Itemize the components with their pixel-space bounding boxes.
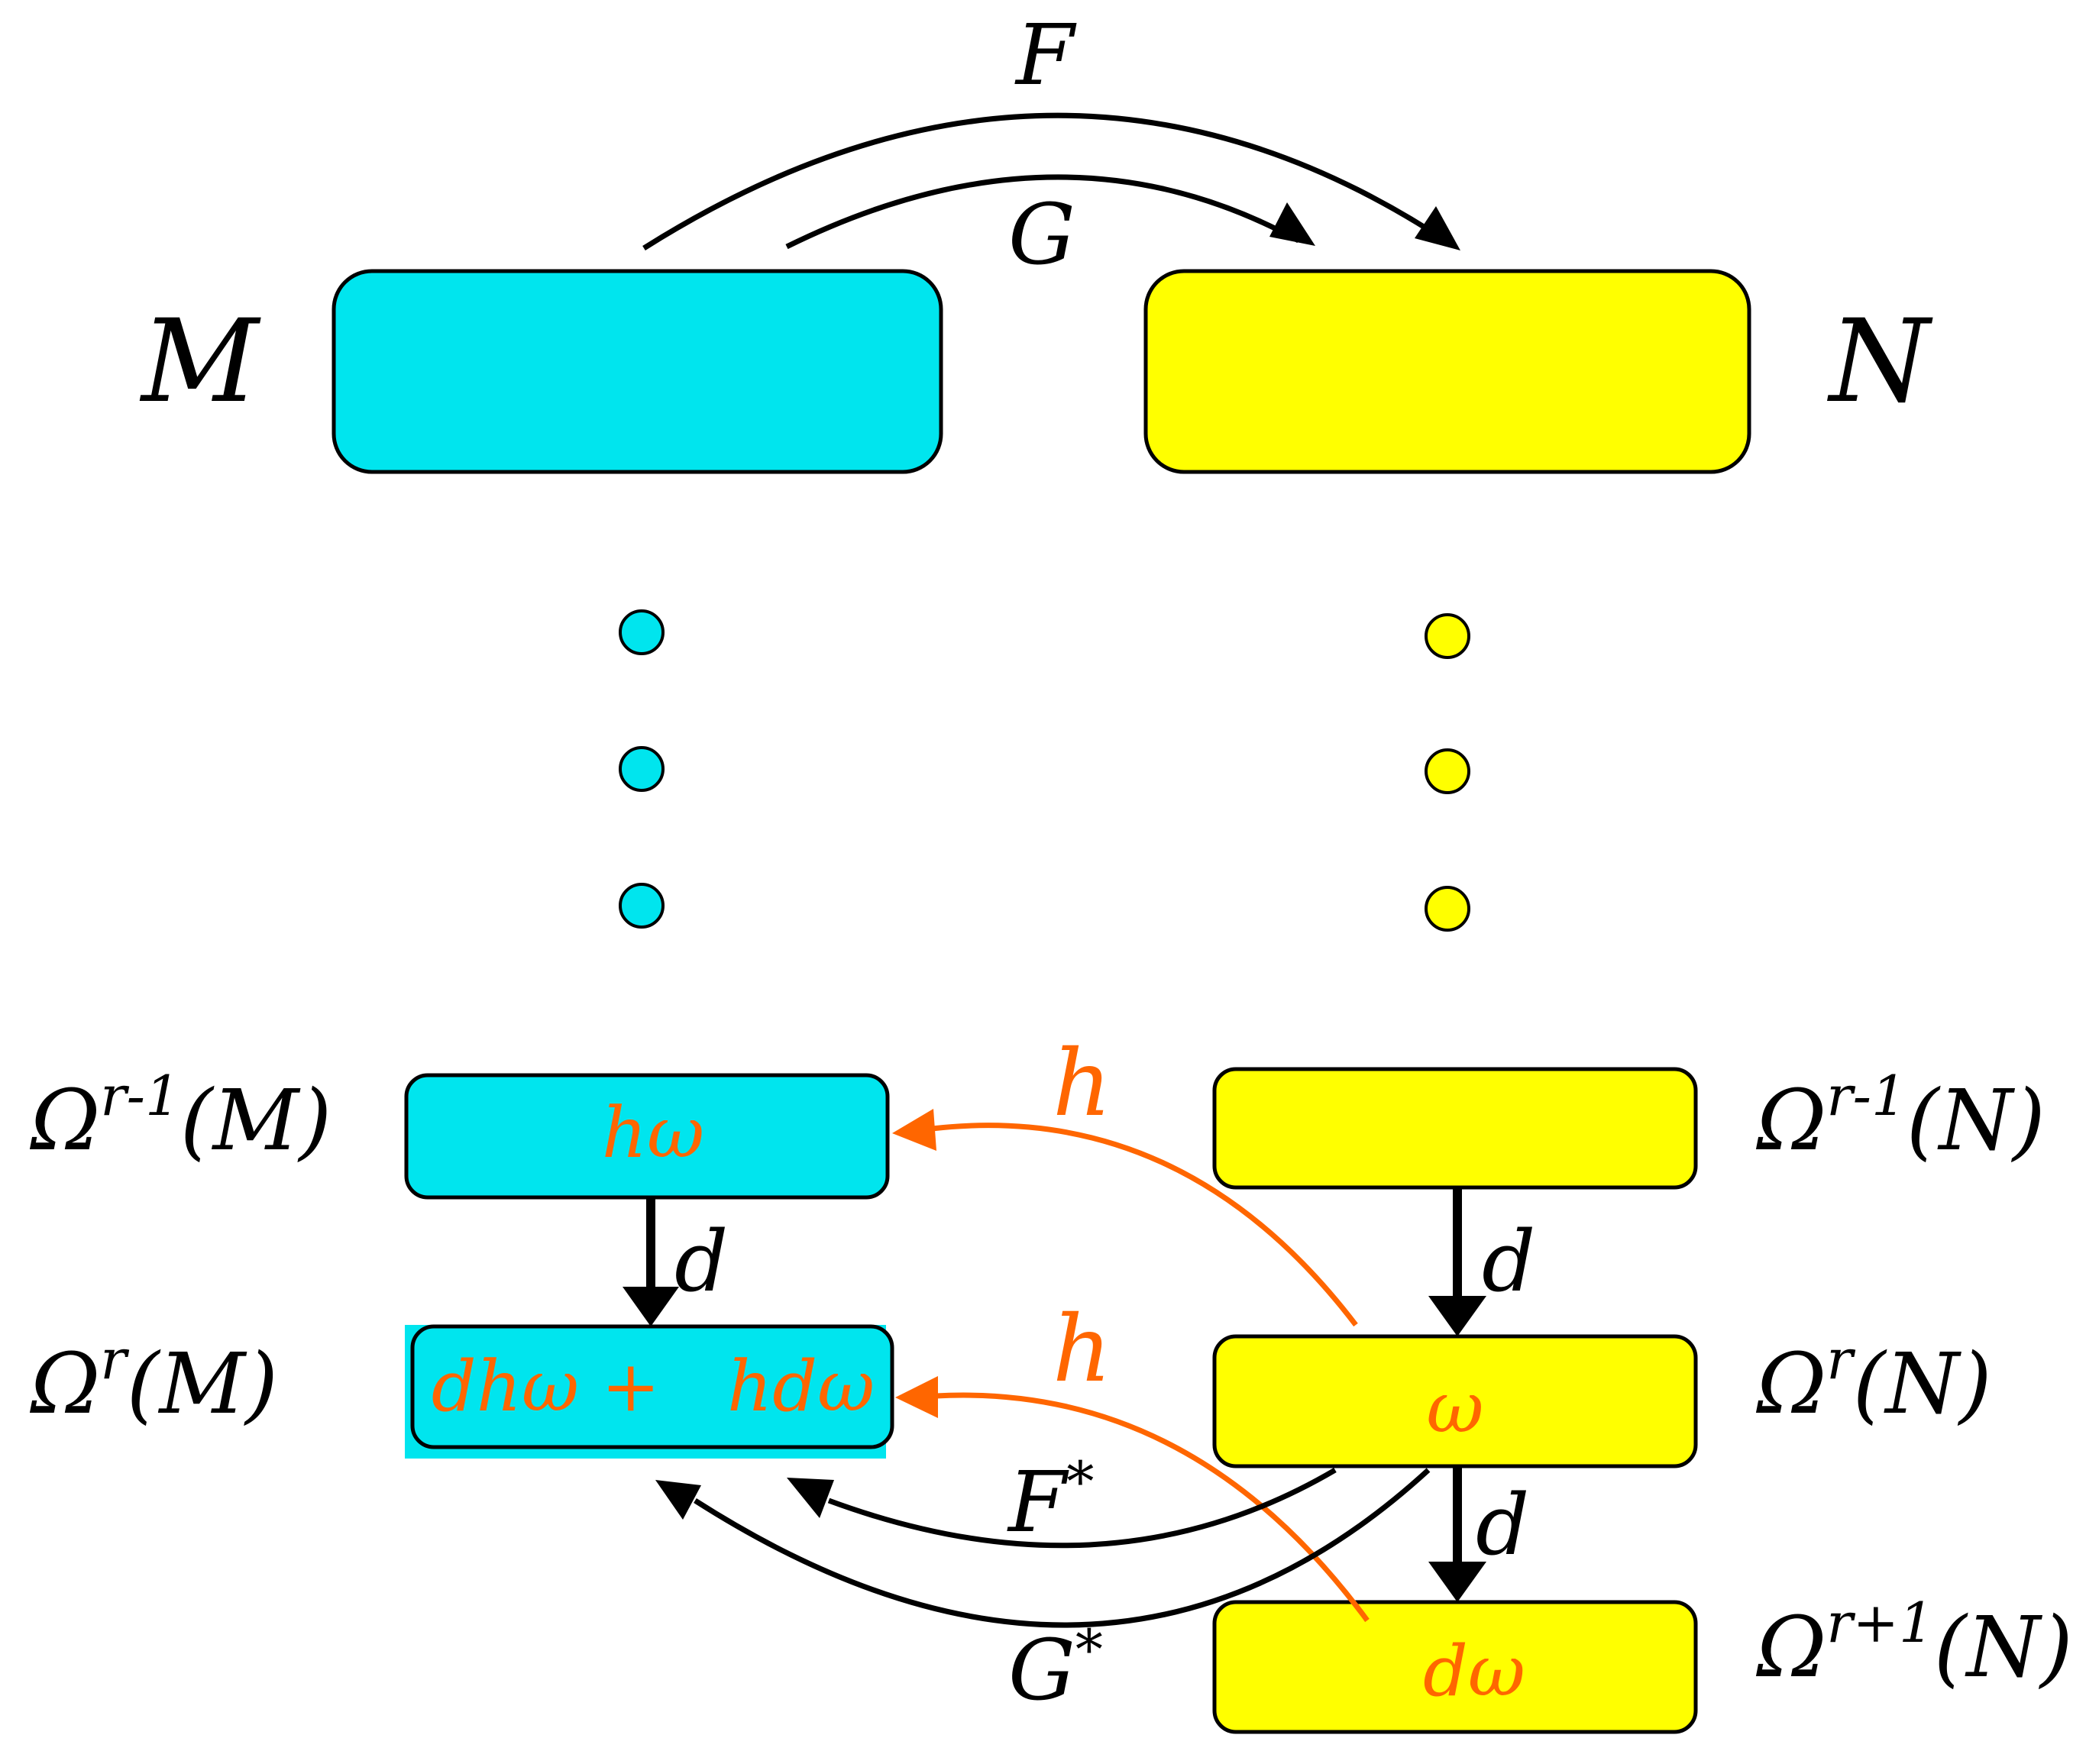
h-label-lower: h bbox=[1053, 1297, 1111, 1403]
F-star-arrowhead bbox=[787, 1478, 834, 1518]
omega-r-M-label: Ωr(M) bbox=[29, 1327, 278, 1433]
right-d-arrowhead-1 bbox=[1428, 1296, 1486, 1336]
G-star-arrowhead bbox=[655, 1480, 701, 1520]
right-d-label-1: d bbox=[1482, 1213, 1535, 1310]
left-d-arrowhead bbox=[623, 1287, 679, 1326]
G-star-label: G* bbox=[1008, 1617, 1103, 1719]
omega-r-M-box bbox=[410, 1324, 894, 1449]
ellipsis-dot-left-2 bbox=[619, 746, 665, 792]
right-d-arrowhead-2 bbox=[1428, 1562, 1486, 1602]
G-star-arrow bbox=[694, 1468, 1431, 1628]
ellipsis-dot-right-2 bbox=[1425, 748, 1470, 794]
F-star-label: F* bbox=[1007, 1449, 1094, 1551]
left-d-label: d bbox=[674, 1213, 728, 1310]
map-F-label: F bbox=[1014, 6, 1077, 104]
manifold-M-box bbox=[331, 269, 943, 474]
right-d-label-2: d bbox=[1476, 1476, 1529, 1574]
ellipsis-dot-right-1 bbox=[1425, 613, 1470, 659]
F-star-arrow bbox=[827, 1467, 1337, 1549]
ellipsis-dot-left-1 bbox=[619, 609, 665, 655]
omega-r-minus-1-N-box bbox=[1212, 1067, 1698, 1190]
omega-r-minus-1-N-label: Ωr-1(N) bbox=[1755, 1064, 2046, 1169]
map-G-arrowhead bbox=[1269, 202, 1315, 246]
map-G-arrow bbox=[785, 174, 1300, 250]
ellipsis-dot-right-3 bbox=[1425, 886, 1470, 932]
manifold-N-label: N bbox=[1827, 296, 1933, 428]
dh-omega-plus-hd-omega-text: dhω + hdω bbox=[432, 1346, 875, 1427]
h-arrow-lower-head bbox=[895, 1376, 938, 1418]
map-F-arrow bbox=[642, 112, 1453, 250]
h-label-upper: h bbox=[1053, 1031, 1111, 1137]
d-omega-text: dω bbox=[1423, 1630, 1525, 1712]
h-omega-text: hω bbox=[602, 1092, 704, 1174]
ellipsis-dot-left-3 bbox=[619, 883, 665, 929]
manifold-M-label: M bbox=[139, 296, 261, 428]
map-F-arrowhead bbox=[1415, 206, 1460, 250]
omega-r-N-label: Ωr(N) bbox=[1755, 1327, 1992, 1433]
h-arrow-upper-head bbox=[892, 1109, 936, 1151]
omega-text: ω bbox=[1426, 1367, 1483, 1449]
omega-r-minus-1-M-box bbox=[404, 1073, 890, 1200]
omega-r-plus-1-N-label: Ωr+1(N) bbox=[1755, 1591, 2073, 1696]
omega-r-N-box bbox=[1212, 1334, 1698, 1468]
omega-r-plus-1-N-box bbox=[1212, 1600, 1698, 1734]
manifold-N-box bbox=[1143, 269, 1751, 474]
h-arrow-lower bbox=[935, 1392, 1370, 1623]
omega-r-minus-1-M-label: Ωr-1(M) bbox=[29, 1064, 331, 1169]
h-arrow-upper bbox=[931, 1123, 1358, 1327]
map-G-label: G bbox=[1008, 186, 1075, 283]
